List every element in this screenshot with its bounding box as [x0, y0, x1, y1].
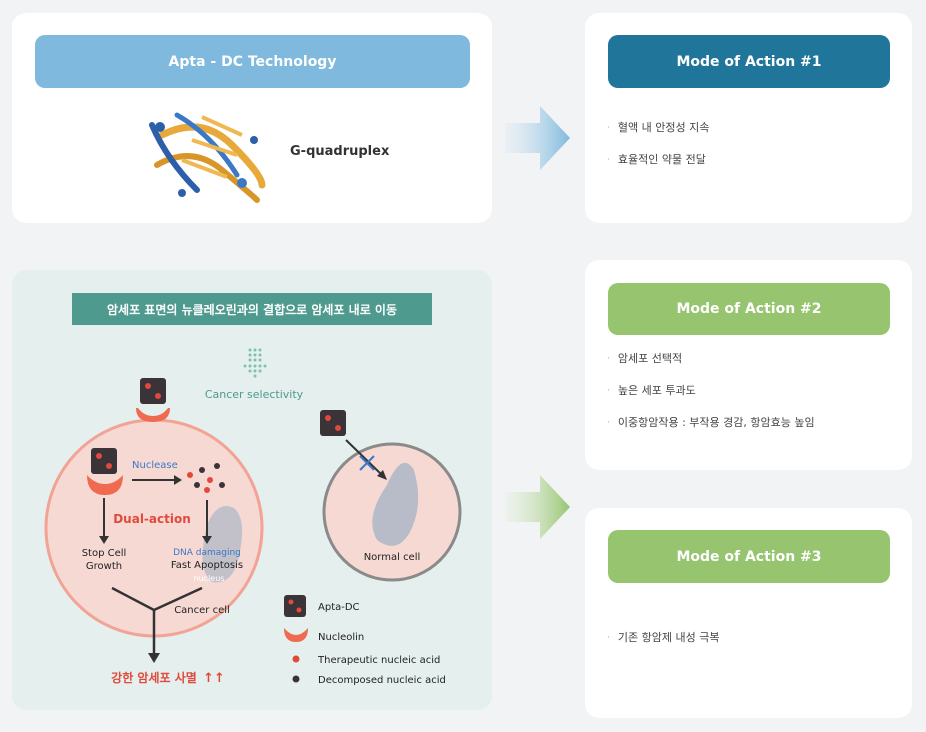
growth-label: Growth: [86, 561, 122, 572]
normal-cell-label: Normal cell: [364, 552, 421, 563]
list-item: ·혈액 내 안정성 지속: [607, 121, 710, 134]
mechanism-diagram-card: 암세포 표면의 뉴클레오린과의 결합으로 암세포 내로 이동 Cancer se…: [12, 270, 492, 710]
fast-apoptosis-label: Fast Apoptosis: [171, 560, 243, 571]
dual-action-label: Dual-action: [113, 512, 191, 526]
mode-of-action-2-card: Mode of Action #2 ·암세포 선택적 ·높은 세포 투과도 ·이…: [585, 260, 912, 470]
mode-of-action-1-list: ·혈액 내 안정성 지속 ·효율적인 약물 전달: [607, 121, 709, 185]
normal-cell-nucleus: [372, 462, 419, 546]
legend-therapeutic: Therapeutic nucleic acid: [317, 655, 440, 666]
legend-decomposed: Decomposed nucleic acid: [318, 675, 446, 686]
apta-dc-blocked: [320, 410, 346, 436]
nucleus-label: nucleus: [194, 574, 225, 583]
list-item: ·이중항암작용 : 부작용 경감, 항암효능 높임: [607, 416, 815, 429]
arrow-right-blue-icon: [505, 106, 570, 170]
legend-apta-dc: Apta-DC: [318, 602, 360, 613]
dotted-down-arrow-icon: [243, 348, 267, 378]
mode-of-action-1-header: Mode of Action #1: [608, 35, 890, 88]
cancer-cell-label: Cancer cell: [174, 605, 230, 616]
cancer-selectivity-label: Cancer selectivity: [205, 388, 304, 401]
mechanism-banner: 암세포 표면의 뉴클레오린과의 결합으로 암세포 내로 이동: [72, 293, 432, 325]
nucleus-blob: [202, 506, 243, 583]
list-item: ·기존 항암제 내성 극복: [607, 631, 720, 644]
mode-of-action-2-list: ·암세포 선택적 ·높은 세포 투과도 ·이중항암작용 : 부작용 경감, 항암…: [607, 352, 815, 448]
mode-of-action-3-header: Mode of Action #3: [608, 530, 890, 583]
mode-of-action-3-list: ·기존 항암제 내성 극복: [607, 631, 719, 663]
mode-of-action-1-card: Mode of Action #1 ·혈액 내 안정성 지속 ·효율적인 약물 …: [585, 13, 912, 223]
result-arrows-icon: ↑↑: [203, 671, 225, 686]
stop-cell-label: Stop Cell: [82, 548, 127, 559]
apta-dc-card: Apta - DC Technology G-quadruplex: [12, 13, 492, 223]
result-label: 강한 암세포 사멸: [111, 670, 197, 685]
mechanism-diagram: Cancer selectivity Nuclease: [44, 348, 462, 686]
dna-damaging-label: DNA damaging: [173, 548, 241, 558]
legend-nucleolin: Nucleolin: [318, 632, 364, 643]
apta-dc-inner: [87, 448, 123, 495]
list-item: ·효율적인 약물 전달: [607, 153, 706, 166]
apta-dc-top: [136, 378, 170, 422]
mode-of-action-2-header: Mode of Action #2: [608, 283, 890, 335]
legend: Apta-DC Nucleolin Therapeutic nucleic ac…: [284, 595, 446, 686]
g-quadruplex-molecule-icon: [149, 112, 266, 203]
arrow-right-green-icon: [505, 475, 570, 539]
mode-of-action-3-card: Mode of Action #3 ·기존 항암제 내성 극복: [585, 508, 912, 718]
apta-dc-header: Apta - DC Technology: [35, 35, 470, 88]
scattered-nucleic-acids: [187, 463, 225, 493]
nuclease-label: Nuclease: [132, 460, 178, 471]
list-item: ·높은 세포 투과도: [607, 384, 696, 397]
g-quadruplex-label: G-quadruplex: [290, 144, 390, 159]
block-cross-icon: [359, 455, 375, 471]
list-item: ·암세포 선택적: [607, 352, 683, 365]
